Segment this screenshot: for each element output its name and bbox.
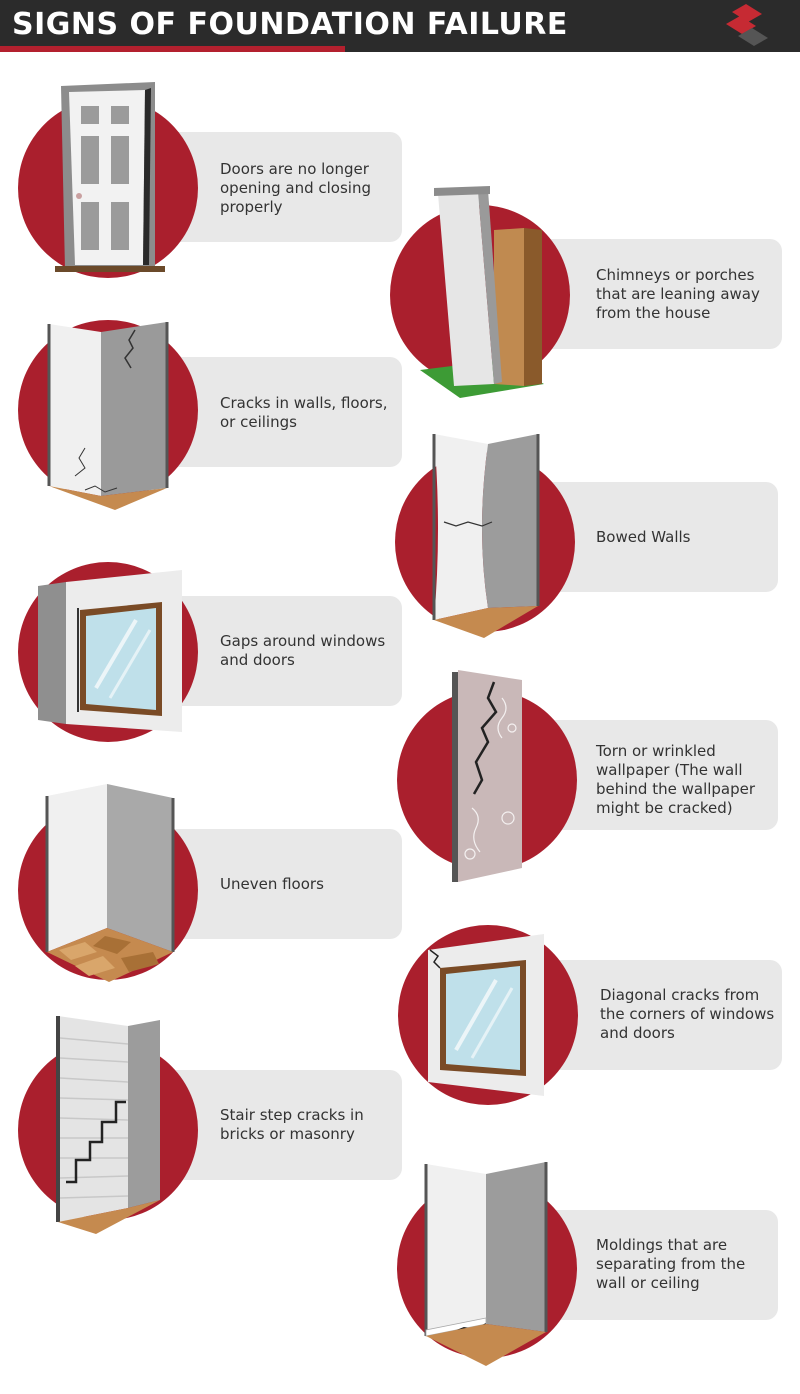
sign-card-cracks: [158, 357, 402, 467]
sign-card-bowed: [538, 482, 778, 592]
sign-text: Diagonal cracks from the corners of wind…: [600, 986, 775, 1042]
bowed-wall-icon: [432, 434, 540, 638]
sign-text: Bowed Walls: [596, 528, 691, 546]
sign-text: Torn or wrinkled wallpaper (The wall beh…: [596, 742, 756, 817]
door-icon: [55, 82, 165, 272]
sign-text: Stair step cracks in bricks or masonry: [220, 1106, 364, 1143]
sign-card-diagonal: [538, 960, 782, 1070]
title-underline: [0, 46, 345, 52]
page-title: SIGNS OF FOUNDATION FAILURE: [12, 7, 568, 42]
header-bar: SIGNS OF FOUNDATION FAILURE: [0, 0, 800, 52]
leaning-chimney-icon: [420, 186, 544, 398]
sign-text: Moldings that are separating from the wa…: [596, 1236, 746, 1292]
torn-wallpaper-icon: [452, 670, 522, 882]
window-crack-icon: [428, 934, 544, 1096]
sign-text: Uneven floors: [220, 875, 324, 893]
sign-text: Doors are no longer opening and closing …: [220, 160, 371, 216]
sign-card-gaps: [158, 596, 402, 706]
sign-card-wallpaper: [538, 720, 778, 830]
window-gap-icon: [38, 570, 182, 732]
sign-text: Chimneys or porches that are leaning awa…: [596, 266, 760, 322]
sign-text: Cracks in walls, floors, or ceilings: [220, 394, 388, 431]
sign-card-bricks: [158, 1070, 402, 1180]
sign-card-doors: [158, 132, 402, 242]
uneven-floor-icon: [45, 784, 175, 982]
brick-crack-icon: [56, 1016, 160, 1234]
molding-gap-icon: [424, 1162, 548, 1366]
cracked-corner-icon: [47, 322, 169, 510]
brand-stripes-icon: [726, 4, 768, 46]
sign-card-moldings: [538, 1210, 778, 1320]
sign-card-floors: [158, 829, 402, 939]
sign-card-chimneys: [538, 239, 782, 349]
sign-text: Gaps around windows and doors: [220, 632, 386, 669]
